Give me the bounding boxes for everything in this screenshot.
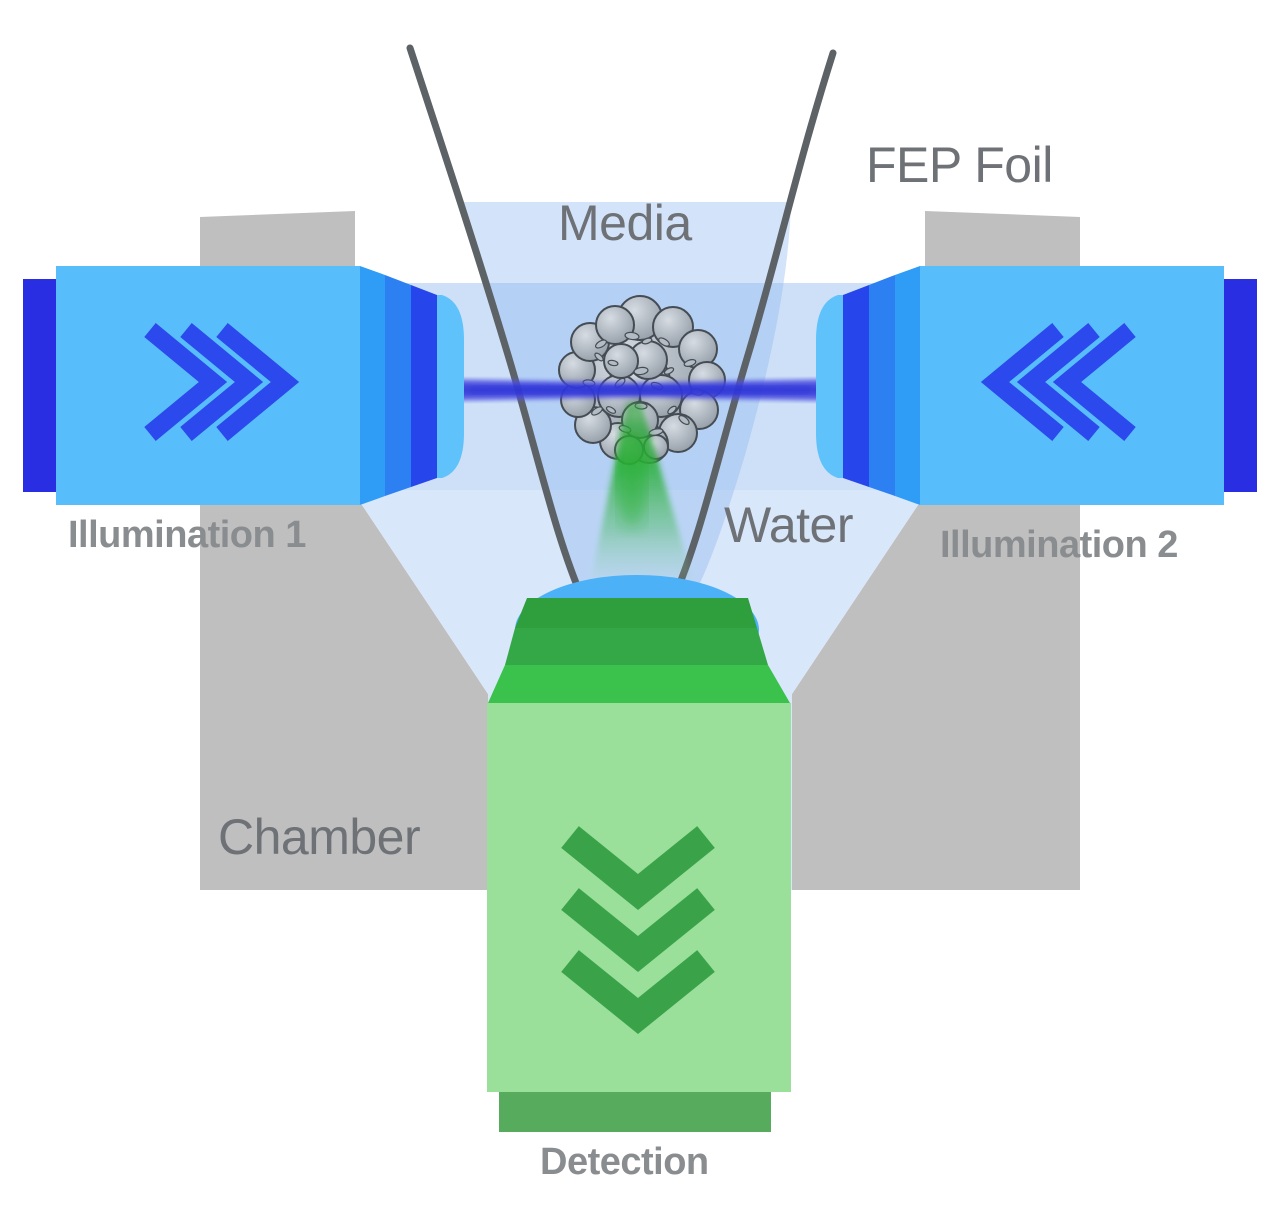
detection-segment-3: [488, 665, 790, 703]
illumination2-lens: [816, 295, 843, 478]
diagram-labels: Media FEP Foil Water Chamber Illuminatio…: [68, 137, 1178, 1183]
illumination1-label: Illumination 1: [68, 514, 306, 556]
illumination2-stripe-dark: [843, 285, 869, 487]
illumination1-stripe-mid: [385, 275, 411, 496]
water-label: Water: [724, 497, 853, 553]
light-sheet-beam: [448, 379, 822, 401]
illumination1-back-cap: [23, 279, 58, 492]
detection-label: Detection: [540, 1141, 709, 1183]
chamber-left-body: [200, 505, 488, 890]
fep-foil-label: FEP Foil: [866, 137, 1053, 193]
illumination1-direction-icon: [144, 323, 300, 441]
detection-cone: [591, 403, 693, 580]
illumination1-lens: [437, 295, 464, 478]
chamber-label: Chamber: [218, 809, 420, 865]
illumination1-stripe-light: [360, 266, 385, 505]
illumination1-stripe-dark: [411, 285, 437, 487]
detection-segment-1: [515, 598, 757, 628]
illumination2-objective: [816, 266, 1257, 505]
detection-segment-2: [505, 628, 768, 665]
organoid-nuclei: [582, 331, 704, 436]
detection-objective-base: [499, 1092, 771, 1132]
media-label: Media: [558, 195, 692, 251]
illumination2-direction-icon: [980, 323, 1136, 441]
detection-direction-icon: [561, 826, 715, 1035]
detection-objective: [487, 575, 791, 1132]
illumination1-objective: [23, 266, 464, 505]
illumination2-label: Illumination 2: [940, 524, 1178, 566]
illumination2-stripe-mid: [869, 275, 895, 496]
chamber-right-body: [792, 505, 1080, 890]
illumination2-back-cap: [1222, 279, 1257, 492]
illumination2-stripe-light: [895, 266, 920, 505]
